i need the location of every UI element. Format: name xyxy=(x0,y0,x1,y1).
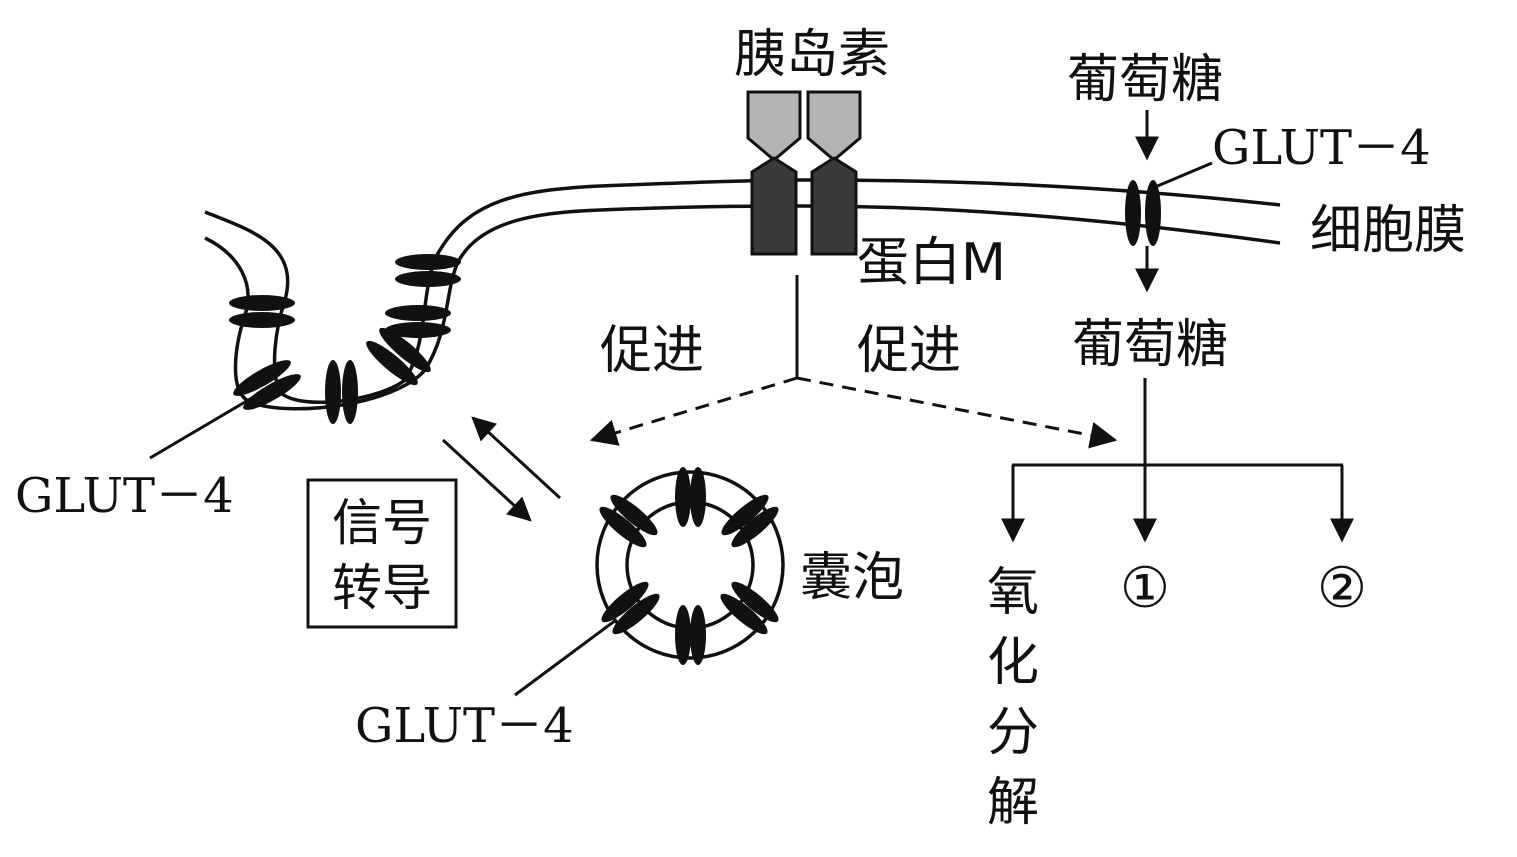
vesicle xyxy=(595,467,785,665)
protein-m-receptor xyxy=(750,156,858,256)
vesicle-label: 囊泡 xyxy=(800,548,904,608)
glut4-transporter xyxy=(395,271,461,287)
glut4-transporter xyxy=(243,374,301,410)
vesicle-glut4 xyxy=(731,581,779,623)
vesicle-glut4 xyxy=(720,593,768,635)
protein-m-label: 蛋白M xyxy=(857,233,1006,293)
glut4-vesicle-pointer xyxy=(514,618,617,697)
oxidation-label-char1: 氧 xyxy=(987,563,1039,623)
oxidation-label-char2: 化 xyxy=(987,633,1039,693)
cell-membrane-label: 细胞膜 xyxy=(1310,201,1466,261)
glut4-transporter xyxy=(395,254,461,270)
glut4-transporter xyxy=(385,305,451,321)
insulin-molecule-left xyxy=(746,90,802,162)
promote-right-label: 促进 xyxy=(857,321,961,381)
signal-label-line2: 转导 xyxy=(332,559,432,617)
membrane-outer-line xyxy=(204,178,1281,404)
vesicle-glut4 xyxy=(675,467,691,527)
fate-2-label: ② xyxy=(1317,556,1367,621)
vesicle-outer xyxy=(595,470,785,660)
insulin-molecules xyxy=(746,90,862,162)
vesicle-glut4 xyxy=(690,605,706,665)
glut4-transporter xyxy=(229,295,295,311)
insulin-molecule-right xyxy=(806,90,862,162)
oxidation-label-char3: 分 xyxy=(987,703,1039,763)
signal-label-line1: 信号 xyxy=(332,494,432,552)
vesicle-glut4 xyxy=(599,506,647,548)
glut4-transporter xyxy=(1145,180,1161,246)
glut4-left-label: GLUT－4 xyxy=(15,468,234,524)
promote-left-label: 促进 xyxy=(600,321,704,381)
insulin-label: 胰岛素 xyxy=(734,25,890,85)
receptor-left xyxy=(750,156,798,256)
vesicle-glut4 xyxy=(612,593,660,635)
glut4-transporter xyxy=(1125,180,1141,246)
glut4-transporter xyxy=(366,340,418,386)
vesicle-glut4 xyxy=(721,494,769,536)
glut4-transporter xyxy=(325,360,341,424)
glucose-inside-label: 葡萄糖 xyxy=(1072,315,1228,375)
glut4-membrane-pointer xyxy=(1147,161,1213,192)
glut4-transporter xyxy=(379,327,431,373)
vesicle-glut4 xyxy=(610,494,658,536)
vesicle-glut4 xyxy=(601,581,649,623)
glut4-transporter xyxy=(385,322,451,338)
promote-arrow-right xyxy=(796,376,1118,449)
fate-1-label: ① xyxy=(1120,556,1170,621)
glut4-left-pointer xyxy=(149,390,263,460)
oxidation-label-char4: 解 xyxy=(987,773,1039,833)
glut4-vesicle-label: GLUT－4 xyxy=(355,698,574,754)
signal-box xyxy=(306,478,458,629)
vesicle-glut4 xyxy=(675,605,691,665)
connectors xyxy=(149,110,1354,697)
vesicle-glut4 xyxy=(690,467,706,527)
membrane-inner-line xyxy=(204,204,1281,411)
glut4-transporters-membrane xyxy=(229,180,1161,424)
glut4-transporter xyxy=(342,360,358,424)
promote-arrow-left xyxy=(589,376,798,446)
glut4-transporter xyxy=(233,360,291,396)
signal-arrow-to-vesicle xyxy=(441,438,532,522)
glut4-transporter xyxy=(229,312,295,328)
receptor-right xyxy=(810,156,858,256)
signal-arrow-to-membrane xyxy=(471,416,562,500)
glut4-membrane-label: GLUT－4 xyxy=(1212,120,1431,176)
glucose-outside-label: 葡萄糖 xyxy=(1067,50,1223,110)
vesicle-glut4 xyxy=(731,506,779,548)
